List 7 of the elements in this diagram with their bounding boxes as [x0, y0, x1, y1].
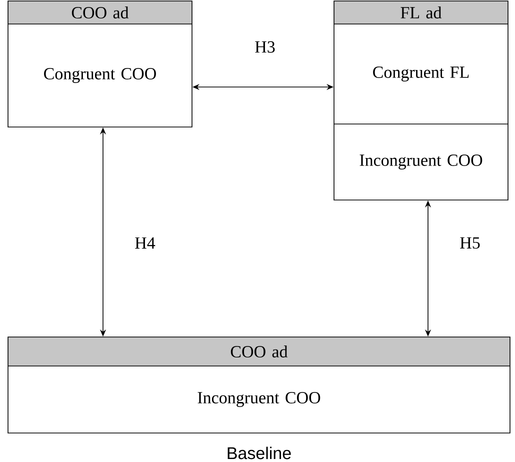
ad-box: COO ad Congruent COO: [8, 0, 192, 128]
node-label: Baseline: [228, 446, 291, 460]
edge-label: H3: [254, 40, 276, 54]
ad-box: FL ad Congruent FL Incongruent COO: [334, 0, 508, 200]
edge-label: H4: [134, 236, 156, 250]
edge-label: H5: [458, 236, 482, 250]
ad-box: COO ad Incongruent COO Baseline: [8, 336, 510, 460]
